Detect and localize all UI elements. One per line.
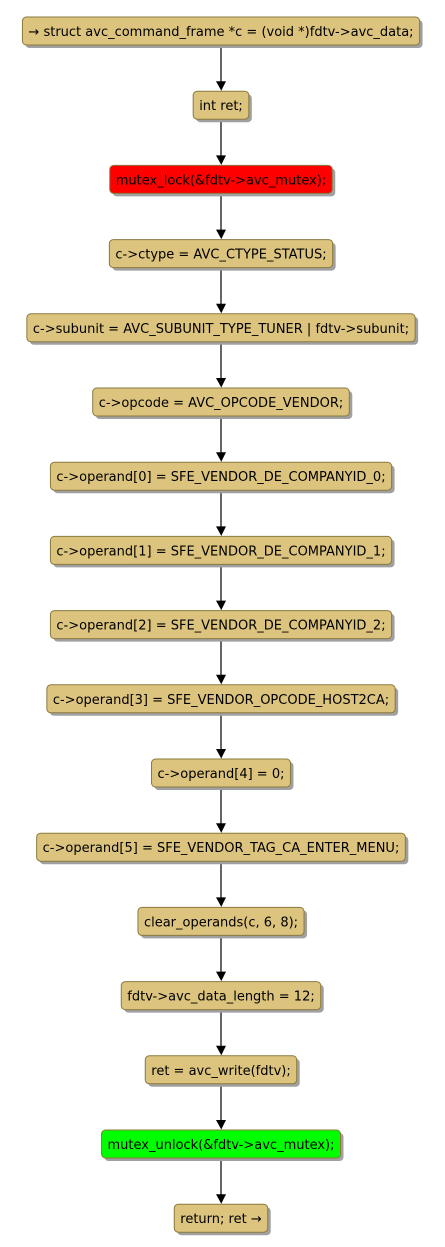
- flow-edge: [216, 490, 226, 537]
- node-label: → struct avc_command_frame *c = (void *)…: [28, 25, 413, 40]
- node-label: c->ctype = AVC_CTYPE_STATUS;: [115, 248, 326, 263]
- flow-node-set-ctype: c->ctype = AVC_CTYPE_STATUS;: [108, 239, 336, 271]
- flow-edge: [216, 267, 226, 314]
- node-box: [144, 1055, 298, 1085]
- arrow-head-icon: [216, 303, 226, 314]
- flow-edge: [216, 935, 226, 982]
- arrow-head-icon: [216, 1194, 226, 1205]
- flow-edge: [216, 638, 226, 685]
- node-label: c->operand[1] = SFE_VENDOR_DE_COMPANYID_…: [56, 544, 385, 559]
- edges-layer: [216, 45, 226, 1205]
- node-box: [49, 610, 393, 640]
- flow-edge: [216, 1158, 226, 1205]
- arrow-head-icon: [216, 81, 226, 92]
- flow-node-decl-ret: int ret;: [192, 90, 252, 123]
- flow-node-return: return; ret →: [173, 1203, 271, 1236]
- flow-node-mutex-unlock: mutex_unlock(&fdtv->avc_mutex);: [101, 1129, 344, 1161]
- arrow-head-icon: [216, 823, 226, 834]
- node-label: fdtv->avc_data_length = 12;: [127, 990, 314, 1005]
- node-label: c->operand[0] = SFE_VENDOR_DE_COMPANYID_…: [56, 470, 385, 485]
- flow-edge: [216, 416, 226, 463]
- flow-edge: [216, 787, 226, 834]
- flow-node-set-operand-5: c->operand[5] = SFE_VENDOR_TAG_CA_ENTER_…: [36, 832, 409, 865]
- flow-node-set-operand-0: c->operand[0] = SFE_VENDOR_DE_COMPANYID_…: [49, 461, 395, 494]
- node-box: [49, 535, 393, 565]
- flow-node-set-operand-4: c->operand[4] = 0;: [151, 758, 294, 790]
- node-label: return; ret →: [180, 1212, 262, 1227]
- node-box: [192, 90, 250, 120]
- node-box: [108, 239, 334, 269]
- flow-edge: [216, 45, 226, 92]
- node-box: [46, 684, 396, 714]
- node-label: c->operand[3] = SFE_VENDOR_OPCODE_HOST2C…: [53, 693, 389, 708]
- node-label: c->subunit = AVC_SUBUNIT_TYPE_TUNER | fd…: [33, 322, 409, 337]
- node-label: c->operand[2] = SFE_VENDOR_DE_COMPANYID_…: [56, 619, 385, 634]
- flow-node-set-opcode: c->opcode = AVC_OPCODE_VENDOR;: [92, 387, 353, 419]
- node-box: [151, 758, 291, 788]
- arrow-head-icon: [216, 526, 226, 537]
- flow-node-clear-operands: clear_operands(c, 6, 8);: [137, 906, 308, 939]
- node-label: int ret;: [199, 99, 243, 114]
- flow-edge: [216, 861, 226, 908]
- flow-node-entry: → struct avc_command_frame *c = (void *)…: [21, 16, 423, 48]
- nodes-layer: → struct avc_command_frame *c = (void *)…: [21, 16, 423, 1236]
- node-box: [120, 981, 322, 1011]
- arrow-head-icon: [216, 600, 226, 611]
- node-box: [137, 906, 305, 936]
- flow-edge: [216, 1083, 226, 1130]
- arrow-head-icon: [216, 1045, 226, 1056]
- arrow-head-icon: [216, 378, 226, 388]
- arrow-head-icon: [216, 897, 226, 908]
- arrow-head-icon: [216, 749, 226, 759]
- flow-node-set-operand-2: c->operand[2] = SFE_VENDOR_DE_COMPANYID_…: [49, 610, 395, 642]
- node-label: c->operand[4] = 0;: [158, 767, 285, 782]
- node-box: [21, 16, 421, 46]
- flow-edge: [216, 341, 226, 388]
- flow-node-set-subunit: c->subunit = AVC_SUBUNIT_TYPE_TUNER | fd…: [26, 313, 419, 345]
- arrow-head-icon: [216, 229, 226, 240]
- flow-node-set-data-length: fdtv->avc_data_length = 12;: [120, 981, 324, 1013]
- flow-edge: [216, 193, 226, 240]
- arrow-head-icon: [216, 452, 226, 463]
- node-label: clear_operands(c, 6, 8);: [144, 915, 298, 930]
- node-box: [36, 832, 406, 862]
- node-label: c->opcode = AVC_OPCODE_VENDOR;: [99, 396, 344, 411]
- node-box: [101, 1129, 341, 1159]
- arrow-head-icon: [216, 155, 226, 166]
- flow-edge: [216, 712, 226, 759]
- arrow-head-icon: [216, 674, 226, 685]
- node-box: [26, 313, 416, 343]
- node-box: [109, 164, 333, 194]
- flow-node-avc-write: ret = avc_write(fdtv);: [144, 1055, 300, 1087]
- arrow-head-icon: [216, 971, 226, 982]
- flow-node-set-operand-3: c->operand[3] = SFE_VENDOR_OPCODE_HOST2C…: [46, 684, 399, 716]
- node-label: mutex_lock(&fdtv->avc_mutex);: [116, 173, 327, 188]
- node-box: [92, 387, 350, 417]
- node-box: [49, 461, 393, 491]
- flow-node-mutex-lock: mutex_lock(&fdtv->avc_mutex);: [109, 164, 336, 197]
- arrow-head-icon: [216, 1120, 226, 1130]
- node-label: ret = avc_write(fdtv);: [151, 1064, 290, 1079]
- node-label: c->operand[5] = SFE_VENDOR_TAG_CA_ENTER_…: [43, 841, 400, 856]
- flow-edge: [216, 564, 226, 611]
- flow-edge: [216, 119, 226, 166]
- flow-edge: [216, 1009, 226, 1056]
- flow-node-set-operand-1: c->operand[1] = SFE_VENDOR_DE_COMPANYID_…: [49, 535, 395, 568]
- node-box: [173, 1203, 269, 1233]
- node-label: mutex_unlock(&fdtv->avc_mutex);: [108, 1138, 335, 1153]
